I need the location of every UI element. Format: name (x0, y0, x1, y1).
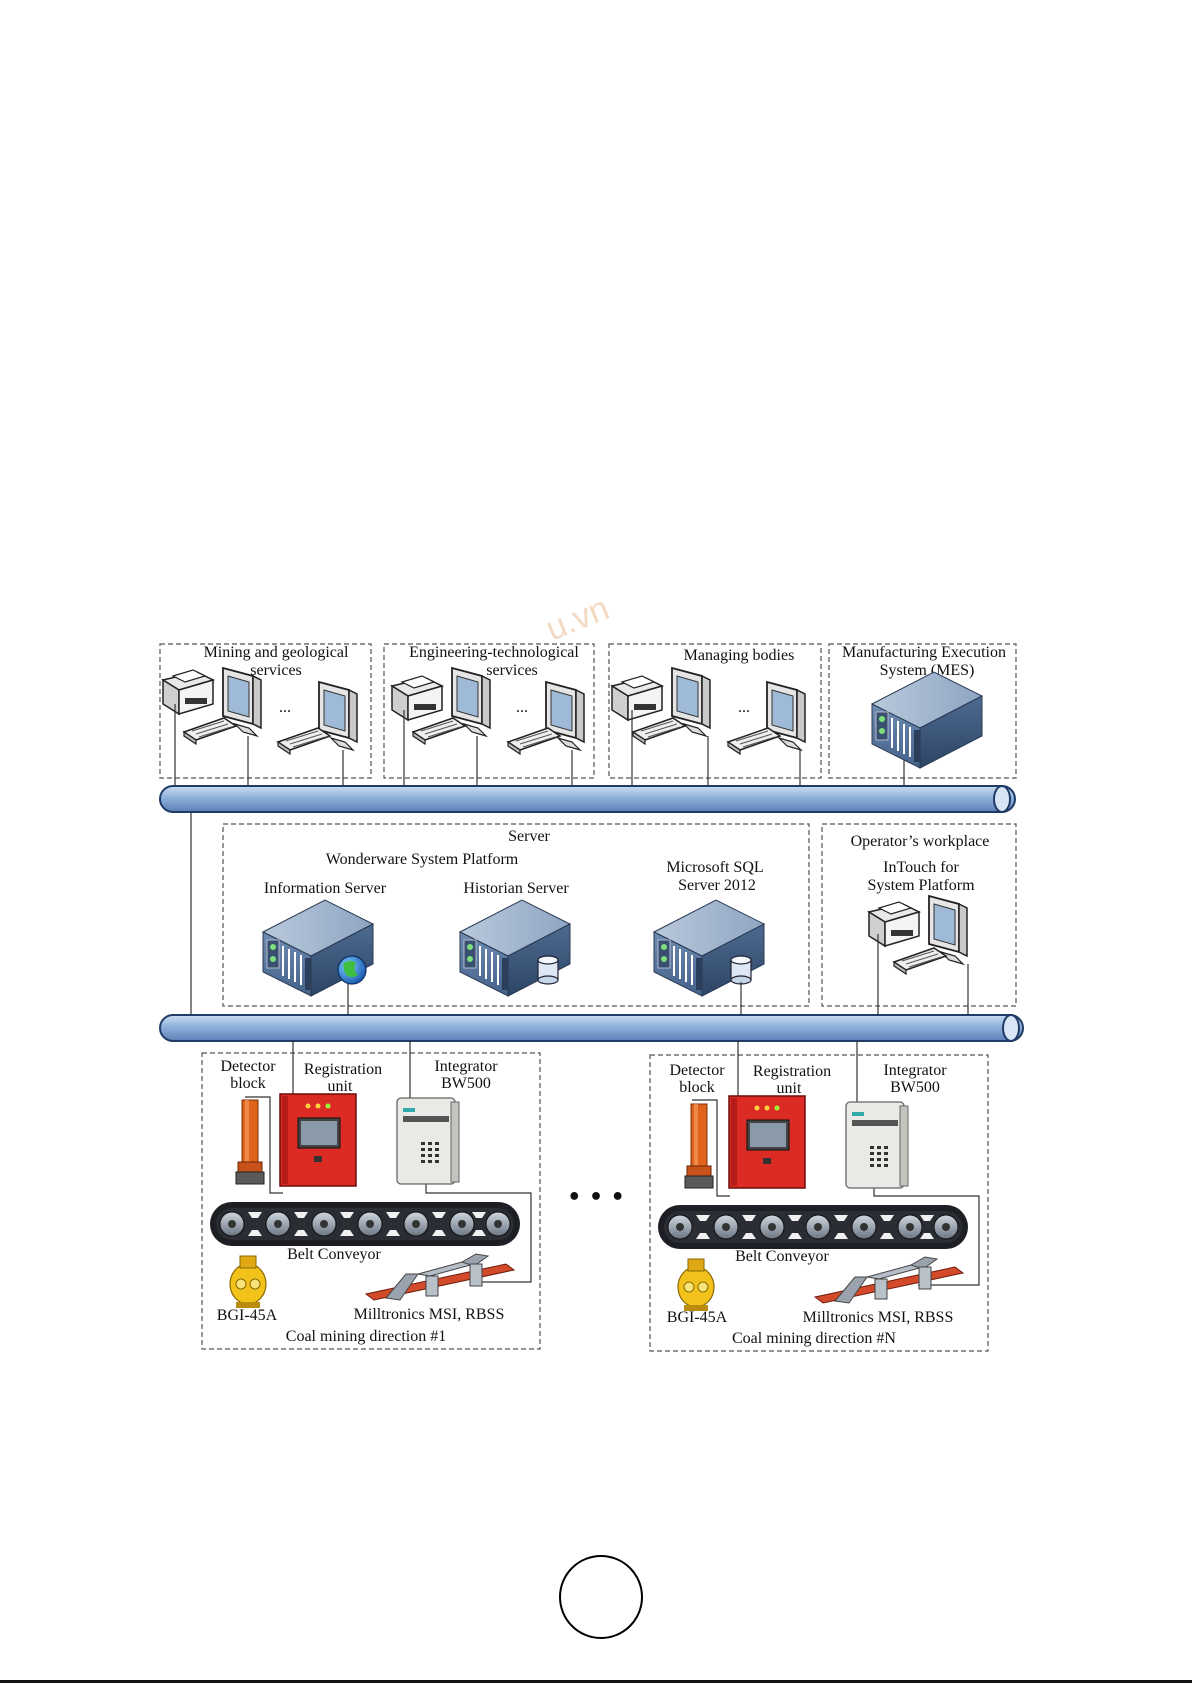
page-number-circle (559, 1555, 643, 1639)
database-icon (730, 955, 752, 985)
mes-label-line1: Manufacturing Execution (842, 644, 1006, 661)
integrator-label-line2: BW500 (441, 1075, 491, 1092)
coal-direction-n: Detector block Registration unit Integra… (649, 1041, 989, 1352)
database-icon (537, 955, 559, 985)
printer-icon (611, 675, 663, 721)
registration-label-line2: unit (777, 1080, 802, 1097)
more-workstations-dots: ... (516, 699, 528, 716)
monitor-icon (766, 681, 806, 751)
belt-conveyor-icon (657, 1204, 969, 1250)
keyboard-icon (727, 727, 781, 755)
globe-icon (337, 955, 367, 985)
integrator-icon (396, 1097, 460, 1185)
group-mining-services: Mining and geological services ... (159, 643, 372, 779)
printer-icon (391, 675, 443, 721)
keyboard-icon (277, 727, 331, 755)
engineering-label-line1: Engineering-technological (409, 644, 579, 661)
more-workstations-dots: ... (279, 699, 291, 716)
intouch-label-line2: System Platform (867, 877, 975, 894)
integrator-label-line1: Integrator (883, 1062, 947, 1079)
bgi-label: BGI-45A (217, 1307, 278, 1324)
mes-label-line2: System (MES) (880, 662, 975, 679)
bottom-rule (0, 1680, 1192, 1683)
coal-direction-1: Detector block Registration unit Integra… (201, 1041, 541, 1350)
managing-label: Managing bodies (684, 647, 795, 664)
detector-label-line1: Detector (220, 1058, 276, 1075)
historian-label: Historian Server (463, 880, 569, 897)
sql-label-line1: Microsoft SQL (666, 859, 763, 876)
conveyor-label: Belt Conveyor (735, 1248, 829, 1265)
server-group: Server Wonderware System Platform Inform… (222, 823, 810, 1007)
milltronics-label: Milltronics MSI, RBSS (354, 1306, 505, 1323)
mining-label-line1: Mining and geological (204, 644, 349, 661)
integrator-label-line1: Integrator (434, 1058, 498, 1075)
network-bus-1 (159, 785, 1016, 813)
integrator-label-line2: BW500 (890, 1079, 940, 1096)
server-title: Server (508, 828, 550, 845)
info-server-label: Information Server (264, 880, 387, 897)
printer-icon (868, 901, 920, 947)
direction-caption: Coal mining direction #1 (286, 1328, 446, 1345)
platform-label: Wonderware System Platform (326, 851, 519, 868)
network-bus-2 (159, 1014, 1024, 1042)
group-mes: Manufacturing Execution System (MES) (828, 643, 1017, 779)
more-directions-ellipsis: • • • (567, 1185, 625, 1210)
keyboard-icon (632, 717, 686, 745)
group-engineering-services: Engineering-technological services ... (383, 643, 595, 779)
printer-icon (162, 669, 214, 715)
integrator-icon (845, 1101, 909, 1189)
mining-label-line2: services (250, 662, 302, 679)
registration-unit-icon (728, 1095, 806, 1189)
conveyor-label: Belt Conveyor (287, 1246, 381, 1263)
detector-label-line2: block (230, 1075, 266, 1092)
monitor-icon (318, 681, 358, 751)
milltronics-scale-icon (814, 1256, 964, 1304)
more-workstations-dots: ... (738, 699, 750, 716)
bgi-device-icon (229, 1255, 267, 1309)
registration-label-line2: unit (328, 1078, 353, 1095)
detector-label-line2: block (679, 1079, 715, 1096)
watermark-text: u.vn (541, 589, 615, 648)
monitor-icon (545, 681, 585, 751)
milltronics-label: Milltronics MSI, RBSS (803, 1309, 954, 1326)
operator-workplace-group: Operator’s workplace InTouch for System … (821, 823, 1017, 1007)
detector-block-icon (684, 1103, 714, 1189)
group-managing-bodies: Managing bodies ... (608, 643, 822, 779)
operator-title: Operator’s workplace (851, 833, 990, 850)
registration-label-line1: Registration (304, 1061, 382, 1078)
direction-caption: Coal mining direction #N (732, 1330, 896, 1347)
engineering-label-line2: services (486, 662, 538, 679)
bgi-label: BGI-45A (667, 1309, 728, 1326)
keyboard-icon (893, 947, 947, 975)
detector-label-line1: Detector (669, 1062, 725, 1079)
registration-label-line1: Registration (753, 1063, 831, 1080)
keyboard-icon (183, 717, 237, 745)
mes-server-icon (871, 671, 983, 769)
milltronics-scale-icon (365, 1253, 515, 1301)
sql-label-line2: Server 2012 (678, 877, 756, 894)
top-connectors (174, 704, 905, 786)
intouch-label-line1: InTouch for (883, 859, 959, 876)
detector-block-icon (235, 1099, 265, 1185)
keyboard-icon (507, 727, 561, 755)
keyboard-icon (412, 717, 466, 745)
bgi-device-icon (677, 1258, 715, 1312)
registration-unit-icon (279, 1093, 357, 1187)
middle-connectors (347, 934, 969, 1015)
belt-conveyor-icon (209, 1201, 521, 1247)
